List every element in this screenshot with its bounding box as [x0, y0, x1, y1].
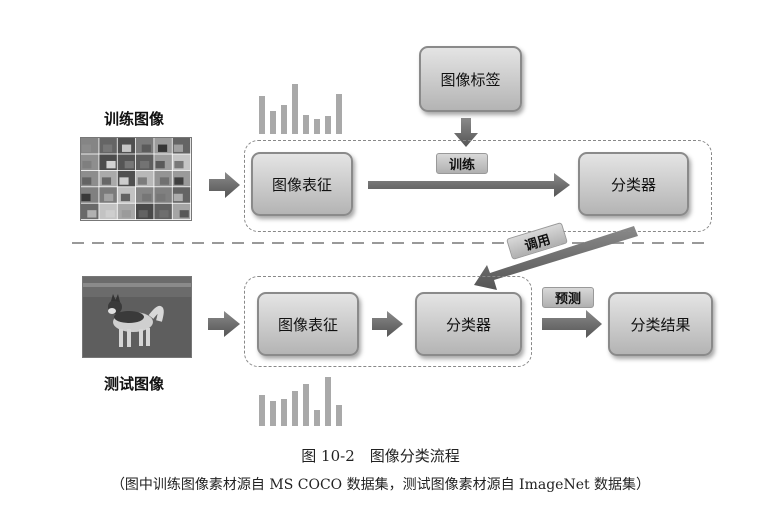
train-histogram	[259, 84, 349, 134]
train-histogram-bar	[259, 96, 265, 134]
figure-caption: 图 10-2 图像分类流程	[301, 447, 460, 465]
train-histogram-bar	[325, 116, 331, 134]
test-classifier-box: 分类器	[415, 292, 522, 356]
arrow-label-down	[454, 118, 478, 147]
arrow-test-input	[208, 311, 240, 337]
arrow-train-input	[209, 172, 240, 198]
arrow-train-long	[368, 173, 570, 197]
test-histogram-bar	[303, 384, 309, 426]
train-histogram-bar	[281, 105, 287, 134]
train-histogram-bar	[303, 115, 309, 134]
image-label-box: 图像标签	[419, 46, 522, 112]
dog-photo	[83, 277, 191, 357]
test-group-outline	[244, 276, 532, 367]
test-histogram-bar	[281, 399, 287, 426]
test-histogram-bar	[336, 405, 342, 426]
test-images-label: 测试图像	[104, 375, 165, 393]
train-classifier-box: 分类器	[578, 152, 689, 216]
test-histogram-bar	[325, 377, 331, 426]
mosaic-image	[81, 138, 191, 220]
arrow-test-middle	[372, 311, 403, 337]
train-tag: 训练	[436, 153, 488, 174]
test-image-dog	[82, 276, 192, 358]
train-histogram-bar	[336, 94, 342, 134]
test-histogram-bar	[292, 391, 298, 426]
train-images-label: 训练图像	[104, 110, 165, 128]
test-histogram	[259, 374, 349, 426]
test-histogram-bar	[314, 410, 320, 426]
train-representation-box: 图像表征	[251, 152, 353, 216]
train-histogram-bar	[314, 119, 320, 134]
figure-note: （图中训练图像素材源自 MS COCO 数据集，测试图像素材源自 ImageNe…	[110, 477, 651, 493]
test-histogram-bar	[270, 401, 276, 426]
result-box: 分类结果	[608, 292, 713, 356]
predict-tag: 预测	[542, 287, 594, 308]
train-histogram-bar	[270, 111, 276, 134]
test-histogram-bar	[259, 395, 265, 426]
train-group-outline	[244, 140, 712, 232]
train-images-mosaic	[80, 137, 192, 221]
train-histogram-bar	[292, 84, 298, 134]
test-representation-box: 图像表征	[257, 292, 359, 356]
arrow-invoke	[474, 226, 638, 290]
arrow-predict	[542, 310, 602, 338]
